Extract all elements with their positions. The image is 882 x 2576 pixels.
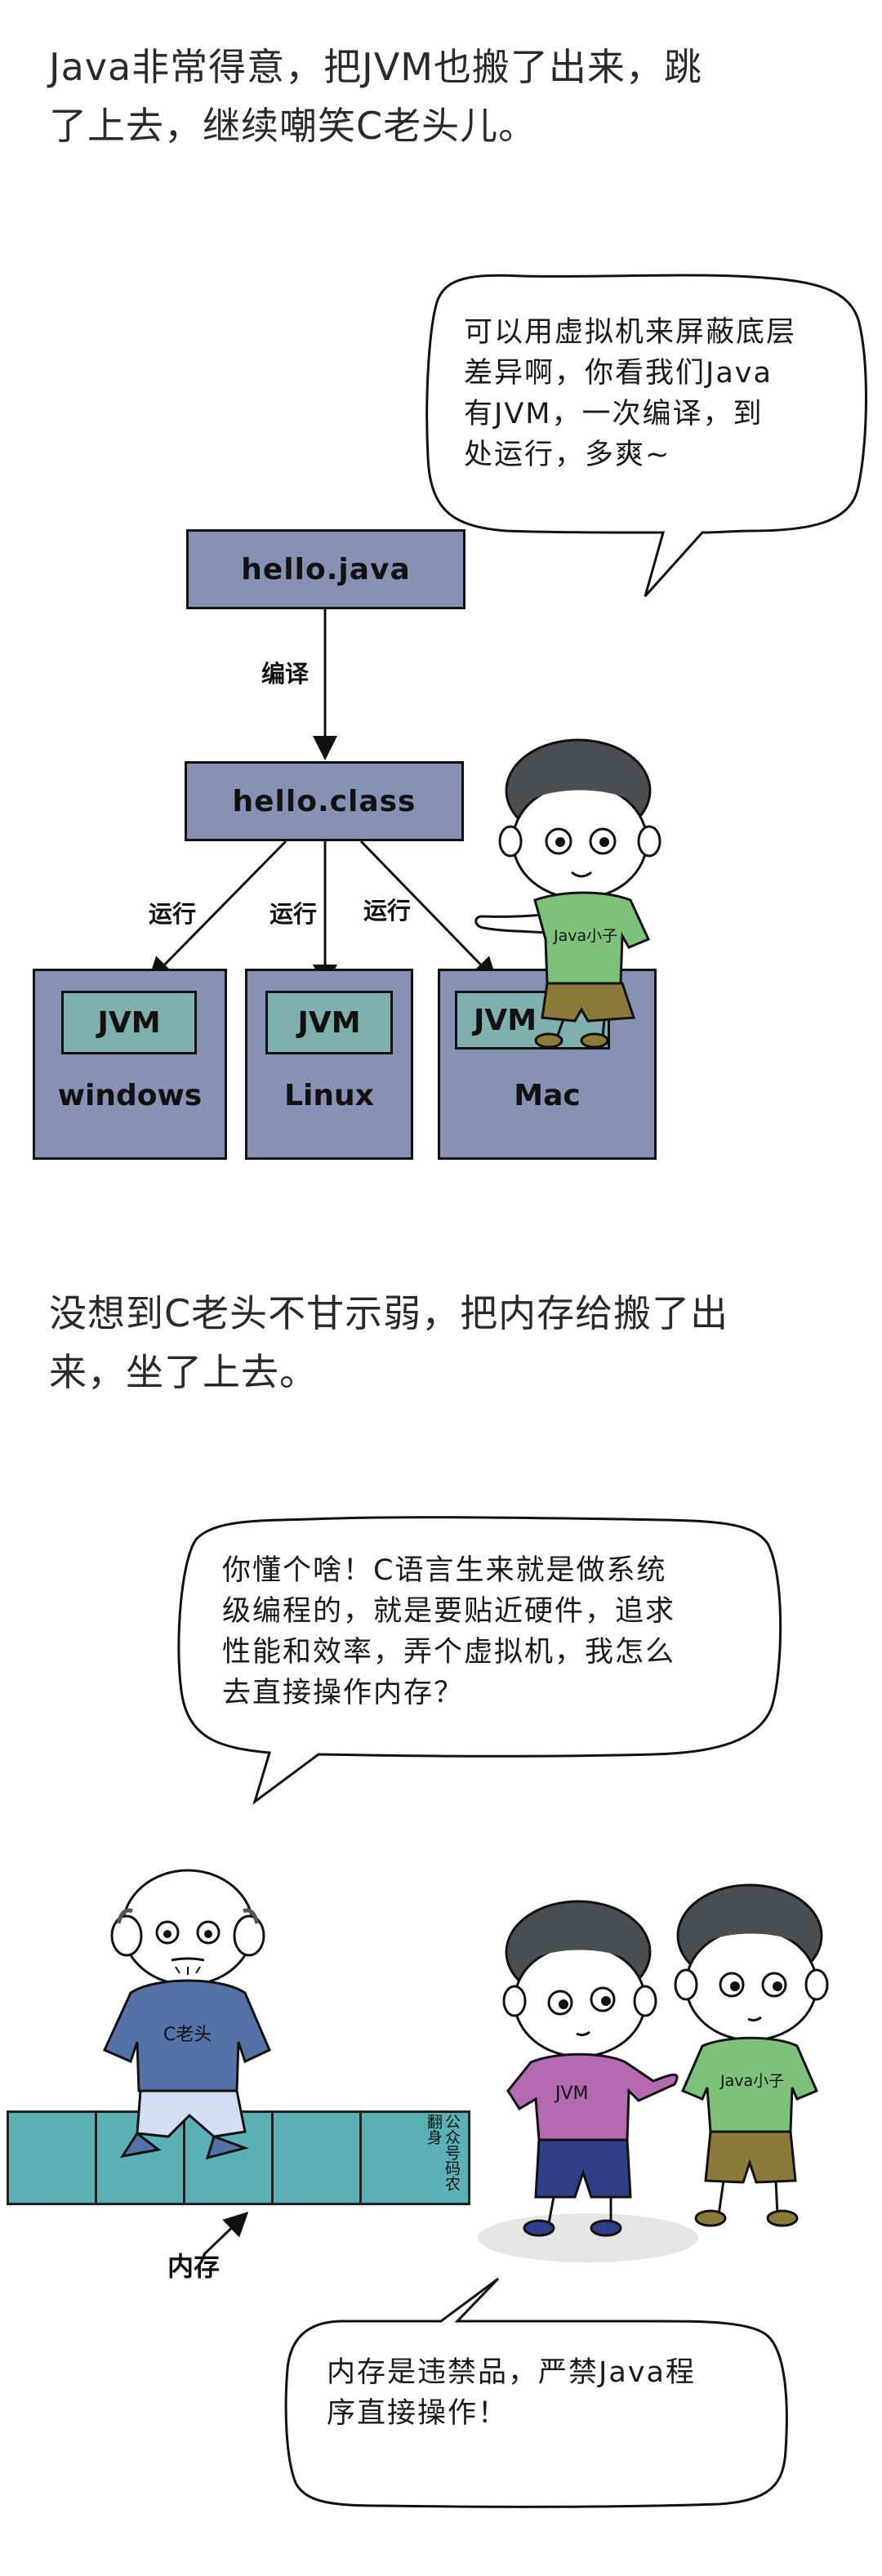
speech-bubble-c: 你懂个啥！C语言生来就是做系统 级编程的，就是要贴近硬件，追求 性能和效率，弄个… (222, 1550, 753, 1714)
run-label-windows: 运行 (149, 900, 197, 928)
bubble-line: 差异啊，你看我们Java (464, 357, 773, 390)
narration-text-1: Java非常得意，把JVM也搬了出来，跳 了上去，继续嘲笑C老头儿。 (49, 38, 833, 155)
jvm-box: JVM (455, 991, 610, 1050)
run-arrow-mac (359, 840, 498, 983)
bubble-line: 级编程的，就是要贴近硬件，追求 (222, 1595, 676, 1628)
bubble-line: 序直接操作！ (327, 2397, 509, 2430)
memory-cell (271, 2110, 364, 2205)
bubble-line: 有JVM，一次编译，到 (464, 398, 764, 430)
compile-label: 编译 (261, 660, 310, 688)
bubble-line: 去直接操作内存？ (222, 1677, 465, 1709)
narration-text-2: 没想到C老头不甘示弱，把内存给搬了出 来，坐了上去。 (49, 1284, 833, 1402)
platform-label: windows (57, 1079, 203, 1112)
diagram-arrows (147, 606, 498, 989)
memory-cell (7, 2110, 100, 2205)
speech-bubble-outline (425, 274, 867, 598)
class-file-box: hello.class (185, 761, 464, 841)
bubble-line: 内存是违禁品，严禁Java程 (327, 2356, 696, 2389)
jvm-kid-shirt-label: JVM (554, 2084, 589, 2104)
narration-line: 来，坐了上去。 (49, 1350, 318, 1394)
narration-line: 没想到C老头不甘示弱，把内存给搬了出 (49, 1291, 729, 1335)
java-kid-illustration: Java小子 (474, 738, 662, 1049)
old-man-shirt-label: C老头 (163, 2025, 212, 2045)
narration-line: 了上去，继续嘲笑C老头儿。 (49, 104, 537, 148)
run-label-linux: 运行 (270, 900, 318, 928)
bubble-line: 性能和效率，弄个虚拟机，我怎么 (222, 1636, 676, 1669)
run-label-mac: 运行 (363, 897, 412, 925)
jvm-box: JVM (61, 991, 197, 1054)
watermark: 公众号码农翻身 (425, 2114, 461, 2191)
svg-text:Java小子: Java小子 (553, 927, 617, 945)
java-kid2-shirt-label: Java小子 (719, 2072, 784, 2090)
platform-label: Linux (284, 1079, 374, 1112)
bubble-line: 可以用虚拟机来屏蔽底层 (464, 316, 797, 349)
platform-label: Mac (514, 1079, 581, 1112)
platform-box-linux: JVM Linux (245, 969, 413, 1160)
source-file-box: hello.java (186, 529, 466, 609)
bubble-line: 你懂个啥！C语言生来就是做系统 (222, 1554, 667, 1587)
bubble-line: 处运行，多爽~ (464, 439, 671, 471)
speech-bubble-java: 可以用虚拟机来屏蔽底层 差异啊，你看我们Java 有JVM，一次编译，到 处运行… (0, 0, 882, 621)
speech-bubble-jvm: 内存是违禁品，严禁Java程 序直接操作！ (327, 2352, 768, 2434)
run-arrow-windows (147, 840, 287, 983)
narration-line: Java非常得意，把JVM也搬了出来，跳 (49, 45, 702, 89)
memory-cell (359, 2110, 470, 2205)
memory-label: 内存 (167, 2251, 220, 2282)
platform-box-windows: JVM windows (33, 969, 227, 1160)
jvm-box: JVM (265, 991, 393, 1054)
